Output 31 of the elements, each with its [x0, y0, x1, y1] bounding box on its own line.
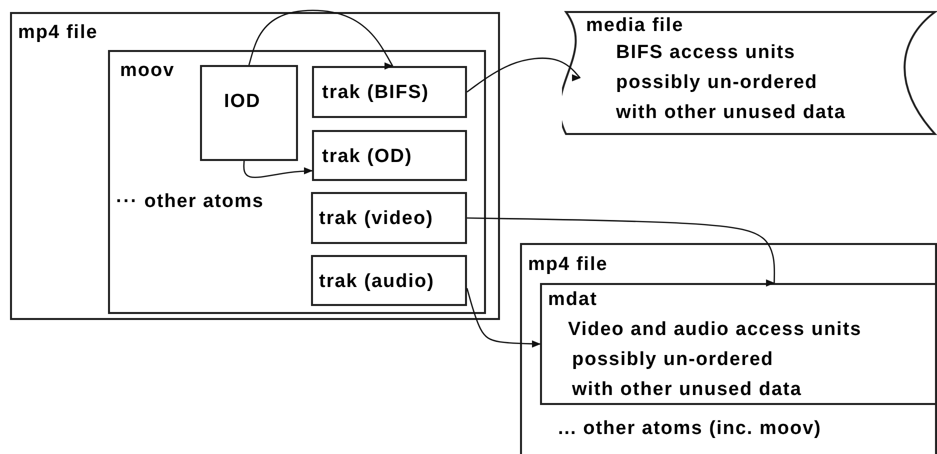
arrow — [248, 10, 394, 67]
container-box — [311, 192, 467, 244]
media-file-shape — [562, 10, 937, 138]
box-text: ... other atoms (inc. moov) — [558, 417, 822, 441]
box-title: trak (BIFS) — [322, 81, 430, 105]
box-text: ··· other atoms — [116, 190, 264, 214]
box-text: Video and audio access units — [568, 318, 862, 342]
box-title: trak (video) — [319, 207, 434, 231]
box-text: possibly un-ordered — [572, 348, 774, 372]
container-box — [108, 50, 486, 314]
box-title: media file — [586, 14, 684, 38]
box-title: mp4 file — [528, 253, 608, 277]
container-box — [10, 12, 500, 320]
arrow — [466, 58, 581, 93]
arrow — [243, 160, 313, 178]
box-title: trak (OD) — [322, 145, 412, 169]
box-text: with other unused data — [572, 378, 802, 402]
box-title: moov — [120, 59, 175, 83]
arrow — [466, 288, 541, 348]
container-box — [312, 130, 467, 181]
arrow — [466, 217, 778, 284]
container-box — [520, 243, 937, 454]
box-title: mp4 file — [18, 21, 98, 45]
container-box — [200, 65, 298, 161]
box-text: BIFS access units possibly un-ordered with other unused data — [616, 41, 847, 125]
box-title: trak (audio) — [319, 270, 434, 294]
container-box — [540, 283, 937, 405]
box-title: IOD — [224, 90, 261, 114]
container-box — [312, 66, 467, 118]
box-title: mdat — [548, 288, 598, 312]
container-box — [311, 255, 467, 306]
